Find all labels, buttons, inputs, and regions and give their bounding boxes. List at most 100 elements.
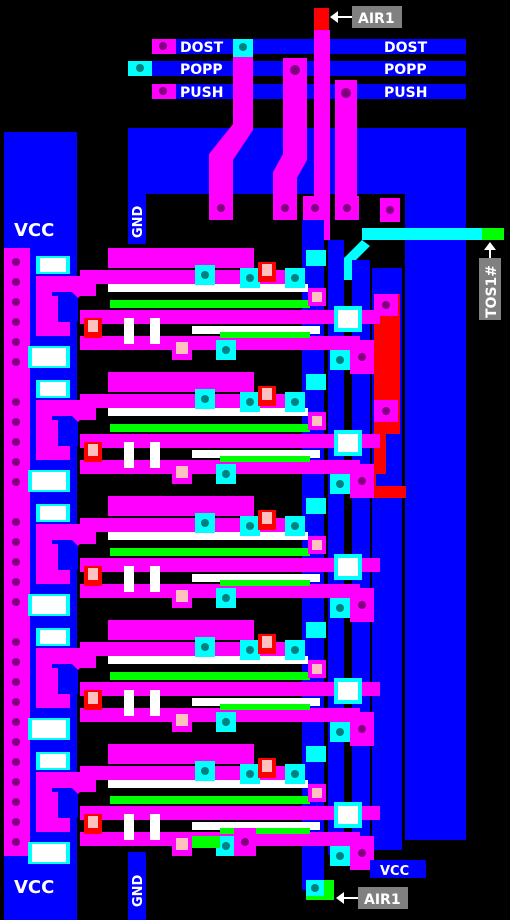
cell-overlap (40, 258, 66, 272)
cell-poly-highlight (262, 388, 272, 400)
push-bus (152, 84, 466, 99)
gnd-strip-top (128, 194, 146, 244)
cell-contact-dot (291, 274, 299, 282)
cell-diffusion (110, 796, 310, 804)
cell-pad-highlight (176, 342, 188, 354)
cell-contact-dot (246, 274, 254, 282)
gnd-label-top: GND (131, 205, 146, 238)
cell-overlap (32, 844, 66, 862)
cell-contact-dot (222, 842, 230, 850)
cell-top-contact (306, 250, 326, 266)
cell-contact-dot (291, 646, 299, 654)
air1-line (314, 30, 330, 240)
gnd-label-bottom: GND (131, 874, 146, 907)
cell-contact-dot (201, 643, 209, 651)
layout-cell (28, 248, 380, 374)
cell-mid-pad-highlight (312, 416, 322, 426)
bottom-diffusion (192, 836, 220, 848)
cell-right-pad-dot (358, 849, 366, 857)
cell-overlap-post (150, 690, 160, 716)
cell-contact-dot (222, 470, 230, 478)
cell-diffusion (220, 332, 310, 338)
rail-contact-dot (12, 478, 20, 486)
air1-label-bottom: AIR1 (364, 892, 401, 908)
cell-overlap-bar (108, 656, 308, 664)
layout-cell (28, 496, 380, 622)
dost-contact-dot (239, 43, 247, 51)
cell-overlap-bar (108, 408, 308, 416)
air1-label-top: AIR1 (358, 11, 395, 27)
cell-poly-highlight (88, 568, 98, 580)
cell-overlap (40, 382, 66, 396)
cell-diffusion (220, 580, 310, 586)
popp-pin-dot (136, 64, 144, 72)
cell-overlap-bar (192, 326, 320, 334)
cell-mid-pad-highlight (312, 788, 322, 798)
rail-contact-dot (12, 718, 20, 726)
cell-pad-highlight (176, 838, 188, 850)
layout-cell (28, 620, 380, 746)
cell-metal2-inner (46, 544, 58, 570)
popp-contact-dot (290, 65, 300, 75)
dost-label-left: DOST (180, 40, 224, 56)
cell-overlap-bar (108, 780, 308, 788)
cell-contact-dot (222, 718, 230, 726)
cell-overlap (40, 630, 66, 644)
cell-strip-1 (108, 372, 254, 392)
cell-mid-pad-highlight (312, 664, 322, 674)
poly-flag-contact-1-dot (382, 301, 390, 309)
layout-cell (28, 744, 380, 870)
cell-contact-dot (291, 398, 299, 406)
cell-contact-dot (336, 480, 344, 488)
cell-strip-1 (108, 620, 254, 640)
rail-contact-dot (12, 818, 20, 826)
cell-right-pad-dot (358, 477, 366, 485)
cell-overlap-post (150, 566, 160, 592)
cell-right-pad-dot (358, 353, 366, 361)
rail-contact-dot (12, 598, 20, 606)
cell-pad-highlight (176, 466, 188, 478)
vcc-bottom-bus (370, 860, 426, 878)
cell-contact-dot (246, 398, 254, 406)
vcc-rail-magenta-strip (4, 248, 30, 856)
cell-overlap-post (150, 814, 160, 840)
rail-contact-dot (12, 638, 20, 646)
cell-diffusion (220, 704, 310, 710)
rail-contact-dot (12, 778, 20, 786)
cell-diffusion (220, 828, 310, 834)
rail-contact-dot (12, 658, 20, 666)
cell-metal1-inner (52, 664, 78, 694)
cell-right-pad-dot (358, 601, 366, 609)
tos1-contact-line (362, 228, 482, 240)
metal1-column-right (405, 128, 466, 840)
cell-poly-highlight (262, 512, 272, 524)
rail-contact-dot (12, 738, 20, 746)
contact-pad-1-dot (217, 204, 225, 212)
poly-flag (374, 294, 406, 498)
air1-bottom-dot (311, 884, 319, 892)
cell-pad-highlight (176, 590, 188, 602)
cell-contact-dot (222, 594, 230, 602)
cell-strip-1 (108, 496, 254, 516)
cell-poly-highlight (262, 760, 272, 772)
dost-label-right: DOST (384, 40, 428, 56)
cell-diffusion (110, 424, 310, 432)
cell-top-contact (306, 498, 326, 514)
push-label-right: PUSH (384, 85, 427, 101)
cell-contact-dot (246, 646, 254, 654)
cell-contact-dot (336, 356, 344, 364)
rail-contact-dot (12, 338, 20, 346)
rail-contact-dot (12, 538, 20, 546)
poly-flag-contact-2-dot (382, 407, 390, 415)
cell-right-overlap (338, 310, 358, 328)
cell-overlap (40, 754, 66, 768)
cell-diffusion (110, 672, 310, 680)
cell-poly-highlight (262, 264, 272, 276)
arrow-left-icon (330, 11, 338, 23)
cell-overlap-bar (108, 284, 308, 292)
cell-metal2-inner (46, 792, 58, 818)
cell-overlap-bar (192, 698, 320, 706)
push-connector (335, 80, 357, 220)
contact-pad-4-dot (343, 204, 351, 212)
